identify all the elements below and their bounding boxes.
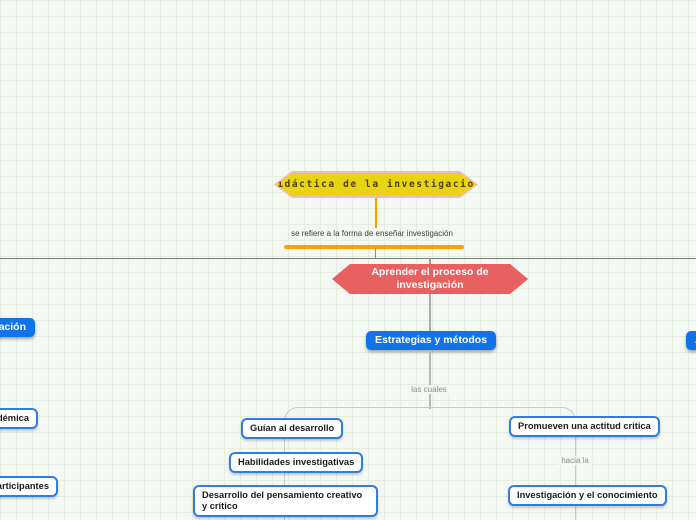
edge-label-las-cuales[interactable]: las cuales xyxy=(408,385,450,394)
node-aprender-proceso[interactable]: Aprender el proceso de investigación xyxy=(332,264,528,294)
node-desarrollo-pensamiento[interactable]: Desarrollo del pensamiento creativo y cr… xyxy=(193,485,378,518)
node-investigacion-conocimiento[interactable]: Investigación y el conocimiento xyxy=(508,485,667,507)
node-habilidades-investigativas[interactable]: Habilidades investigativas xyxy=(229,452,364,474)
edge-label-se-refiere[interactable]: se refiere a la forma de enseñar investi… xyxy=(291,229,453,238)
connector-estrategias-down xyxy=(429,350,431,409)
edge-label-hacia-la[interactable]: hacia la xyxy=(558,456,592,465)
trunk-horizontal-line xyxy=(0,258,696,260)
node-aprender-label: Aprender el proceso de investigación xyxy=(371,265,489,291)
node-didactica-fill: Didáctica de la investigación xyxy=(276,173,476,196)
node-guian-desarrollo[interactable]: Guían al desarrollo xyxy=(241,418,344,440)
connector-aprender-to-estrategias xyxy=(429,294,431,332)
node-clipped-left-bottom[interactable]: participantes xyxy=(0,476,58,498)
node-didactica-label: Didáctica de la investigación xyxy=(269,179,483,190)
connector-trunk-to-aprender xyxy=(429,258,431,265)
edge-stub-line xyxy=(374,248,376,258)
node-clipped-left-top[interactable]: ación xyxy=(0,318,35,337)
node-clipped-left-middle[interactable]: adémica xyxy=(0,408,38,430)
edge-line-root-orange xyxy=(374,198,377,228)
node-didactica-investigacion[interactable]: Didáctica de la investigación xyxy=(274,171,478,198)
node-estrategias-metodos[interactable]: Estrategias y métodos xyxy=(366,331,497,350)
node-clipped-right[interactable]: A xyxy=(686,331,696,350)
branch-line-right xyxy=(574,421,576,520)
node-promueven-actitud[interactable]: Promueven una actitud critica xyxy=(509,416,660,438)
edge-underline-orange xyxy=(284,245,464,249)
